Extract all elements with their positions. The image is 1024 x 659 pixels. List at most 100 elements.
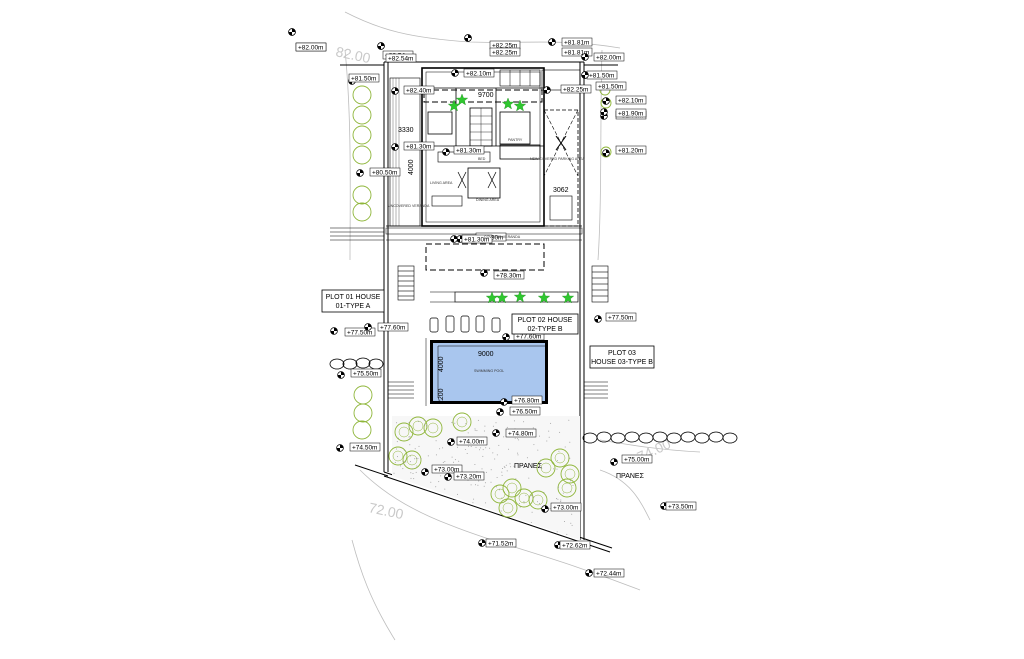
gravel-dot [417, 457, 419, 459]
gravel-dot [543, 492, 545, 493]
gravel-dot [483, 430, 485, 432]
shrub-inner [412, 420, 424, 432]
level-marker: +72.62m [554, 540, 591, 549]
gravel-dot [396, 441, 398, 443]
gravel-dot [467, 432, 469, 434]
level-marker: +74.50m [336, 442, 381, 452]
gravel-dot [559, 431, 561, 433]
level-value: +77.50m [347, 329, 372, 336]
level-marker: +82.54m [377, 42, 417, 62]
gravel-dot [508, 448, 510, 450]
level-value: +75.50m [353, 370, 378, 377]
gravel-dot [492, 425, 494, 427]
gravel-dot [506, 470, 508, 472]
plot-03-tag: PLOT 03 HOUSE 03-TYPE B [589, 345, 655, 369]
level-marker: +81.20m [602, 145, 647, 157]
level-value: +82.40m [406, 87, 431, 94]
gravel-dot [501, 497, 503, 499]
gravel-dot [562, 492, 564, 494]
gravel-dot [526, 457, 528, 459]
shrub [560, 464, 580, 484]
level-marker: +76.80m [500, 395, 543, 406]
shrub [423, 418, 443, 438]
gravel-dot [503, 466, 505, 468]
gravel-dot [514, 437, 516, 439]
level-value: +81.90m [618, 110, 643, 117]
room-dining: DINING AREA [476, 198, 500, 202]
gravel-dot [556, 468, 558, 470]
gravel-dot [425, 425, 427, 427]
shrub [388, 446, 408, 466]
plot-01-line2: 01-TYPE A [336, 303, 371, 310]
shrub-inner [406, 454, 418, 466]
gravel-dot [480, 447, 482, 449]
level-marker: +75.00m [610, 454, 653, 466]
gravel-dot [403, 463, 404, 464]
gravel-dot [533, 444, 535, 446]
gravel-dot [485, 502, 487, 504]
gravel-dot [414, 458, 416, 460]
gravel-dot [528, 477, 530, 479]
gravel-dot [475, 446, 477, 448]
gravel-dot [568, 419, 570, 421]
level-marker: +74.80m [492, 428, 537, 437]
room-living: LIVING AREA [430, 181, 453, 185]
level-markers: +82.00m+82.00m+82.54m+82.54m+82.25m+82.2… [288, 28, 697, 577]
level-value: +74.50m [352, 444, 377, 451]
gravel-dot [523, 421, 525, 423]
gravel-dot [501, 474, 503, 476]
gravel-dot [451, 422, 453, 423]
level-value: +82.00m [298, 44, 323, 51]
shrub [402, 450, 422, 470]
uncovered-veranda [389, 77, 421, 227]
level-value: +73.00m [553, 504, 578, 511]
gravel-dot [427, 455, 429, 457]
dim-4000-house: 4000 [408, 159, 415, 175]
gravel-dot [414, 448, 416, 450]
level-marker: +75.50m [337, 368, 382, 379]
gravel-dot [564, 446, 566, 448]
dim-3330: 3330 [398, 127, 414, 134]
level-value: +81.50m [351, 75, 376, 82]
gravel-dot [484, 482, 486, 484]
plot-03-line1: PLOT 03 [608, 350, 636, 357]
gravel-dot [424, 423, 426, 425]
level-marker: +77.50m [330, 327, 376, 336]
room-parking: NEW COVERED PARKING AREA [530, 157, 585, 161]
right-hedge [599, 84, 612, 158]
gravel-dot [468, 445, 469, 447]
gravel-dot [409, 436, 411, 438]
level-marker: +77.50m [594, 312, 637, 323]
level-marker: +82.00m [581, 52, 625, 61]
gravel-dot [541, 468, 543, 470]
slope-label: ΠΡΑΝΕΣ [616, 473, 645, 480]
level-value: +81.30m [456, 147, 481, 154]
gravel-dot [546, 440, 548, 442]
shrub-inner [427, 422, 439, 434]
level-value: +80.50m [372, 169, 397, 176]
gravel-dot [495, 486, 497, 488]
shrub-inner [392, 450, 404, 462]
gravel-dot [550, 422, 552, 424]
room-bed: BED [478, 157, 486, 161]
dim-3062: 3062 [553, 187, 569, 194]
gravel-dot [409, 455, 411, 457]
level-value: +81.50m [598, 83, 623, 90]
gravel-dot [412, 473, 414, 474]
shrub [550, 448, 570, 468]
shrub [536, 458, 556, 478]
gravel-dot [409, 444, 411, 446]
level-value: +73.50m [668, 503, 693, 510]
plot-03-line2: HOUSE 03-TYPE B [591, 359, 653, 366]
level-value: +82.25m [492, 49, 517, 56]
gravel-dot [463, 430, 465, 432]
gravel-dot [482, 455, 484, 457]
garden-slope [392, 416, 580, 540]
gravel-dot [531, 495, 532, 497]
gravel-dot [517, 454, 519, 456]
plot-01-line1: PLOT 01 HOUSE [326, 294, 381, 301]
gravel-dot [458, 460, 460, 462]
gravel-dot [439, 448, 441, 450]
gravel-dot [418, 421, 420, 422]
gravel-dot [531, 511, 533, 513]
